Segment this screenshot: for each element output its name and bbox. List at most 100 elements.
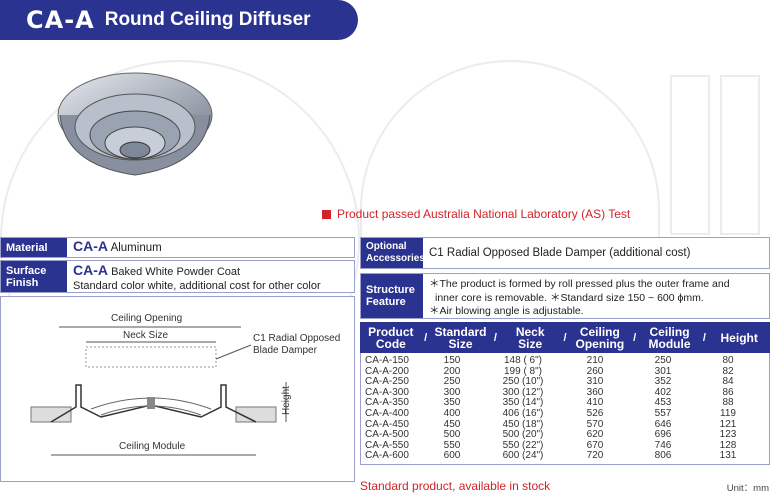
table-cell: 148 ( 6") bbox=[503, 355, 542, 366]
table-cell: CA-A-250 bbox=[365, 376, 409, 388]
column-header-line: Opening bbox=[575, 336, 625, 351]
table-cell: CA-A-600 bbox=[365, 450, 409, 462]
column-header-line: Product bbox=[368, 324, 414, 339]
table-cell: CA-A-200 bbox=[365, 365, 409, 377]
watermark-bar bbox=[720, 75, 760, 235]
table-cell: 250 (10") bbox=[502, 376, 544, 388]
table-cell: 82 bbox=[722, 365, 734, 377]
title-code: CA-A bbox=[26, 6, 95, 34]
table-cell: 453 bbox=[654, 397, 672, 409]
table-cell: CA-A-350 bbox=[365, 397, 409, 409]
column-header-line: Module bbox=[648, 336, 691, 351]
table-cell: 570 bbox=[586, 418, 604, 430]
column-header-line: Ceiling bbox=[649, 324, 690, 339]
table-row: CA-A-300 300 300 (12") 360 402 86 bbox=[361, 386, 769, 399]
label-height: Height bbox=[281, 386, 292, 415]
table-cell: 88 bbox=[722, 397, 734, 409]
column-header-line: Code bbox=[375, 336, 406, 351]
table-cell: 199 ( 8") bbox=[503, 365, 542, 377]
table-cell: 260 bbox=[586, 365, 604, 377]
column-header: Height bbox=[708, 332, 770, 344]
watermark-bar bbox=[670, 75, 710, 235]
header-separator: / bbox=[702, 331, 706, 344]
table-cell: 406 (16") bbox=[502, 407, 544, 419]
structure-line-2: inner core is removable. ＊Standard size … bbox=[435, 291, 704, 304]
table-cell: 86 bbox=[722, 386, 734, 398]
material-code: CA-A bbox=[73, 238, 108, 254]
table-cell: 450 (18") bbox=[502, 418, 544, 430]
optional-value: C1 Radial Opposed Blade Damper (addition… bbox=[429, 247, 691, 259]
table-cell: 600 (24") bbox=[502, 450, 544, 462]
structure-line-3: ＊Air blowing angle is adjustable. bbox=[429, 305, 584, 317]
table-cell: 121 bbox=[719, 418, 737, 430]
table-cell: 526 bbox=[586, 407, 604, 419]
table-cell: 128 bbox=[719, 439, 737, 451]
table-cell: 300 bbox=[443, 386, 461, 398]
table-cell: 84 bbox=[722, 376, 734, 388]
table-cell: 360 bbox=[586, 386, 604, 398]
table-cell: 696 bbox=[654, 429, 672, 441]
column-header-line: Standard bbox=[434, 324, 487, 339]
label-ceiling-module: Ceiling Module bbox=[119, 441, 186, 452]
material-label: Material bbox=[1, 238, 67, 257]
table-cell: 806 bbox=[654, 450, 672, 462]
table-cell: 670 bbox=[586, 439, 604, 451]
optional-label-1: Optional bbox=[366, 241, 407, 252]
table-cell: 300 (12") bbox=[502, 386, 544, 398]
stock-note: Standard product, available in stock bbox=[360, 479, 551, 493]
structure-label-1: Structure bbox=[366, 284, 415, 296]
surface-label-1: Surface bbox=[6, 264, 47, 277]
table-cell: 80 bbox=[722, 355, 734, 366]
table-cell: 557 bbox=[654, 407, 672, 419]
structure-line-1: ＊The product is formed by roll pressed p… bbox=[429, 278, 730, 290]
table-cell: CA-A-500 bbox=[365, 429, 409, 441]
material-row: Material CA-A Aluminum bbox=[0, 237, 355, 258]
label-ceiling-opening: Ceiling Opening bbox=[111, 313, 182, 324]
header-separator: / bbox=[633, 331, 637, 344]
optional-label-2: Accessories bbox=[366, 253, 425, 264]
surface-note: Standard color white, additional cost fo… bbox=[73, 280, 321, 292]
table-cell: CA-A-550 bbox=[365, 439, 409, 451]
table-cell: 402 bbox=[654, 386, 672, 398]
column-header-line: Ceiling bbox=[579, 324, 620, 339]
table-cell: 310 bbox=[586, 376, 604, 388]
table-cell: CA-A-300 bbox=[365, 386, 409, 398]
material-value: Aluminum bbox=[110, 242, 162, 254]
table-cell: 400 bbox=[443, 407, 461, 419]
table-cell: 250 bbox=[654, 355, 672, 366]
title-banner: CA-A Round Ceiling Diffuser bbox=[0, 0, 358, 40]
table-cell: 210 bbox=[586, 355, 604, 366]
label-damper-1: C1 Radial Opposed bbox=[253, 333, 340, 344]
column-header-line: Size bbox=[518, 336, 543, 351]
label-damper-2: Blade Damper bbox=[253, 345, 318, 356]
surface-value: Baked White Powder Coat bbox=[111, 266, 241, 278]
table-cell: 500 bbox=[443, 429, 461, 441]
table-cell: 352 bbox=[654, 376, 672, 388]
table-cell: 119 bbox=[720, 407, 736, 419]
diffuser-photo bbox=[57, 72, 213, 176]
table-cell: 746 bbox=[654, 439, 672, 451]
table-cell: 350 (14") bbox=[502, 397, 544, 409]
table-cell: 600 bbox=[443, 450, 461, 462]
label-neck-size: Neck Size bbox=[123, 330, 168, 341]
table-cell: CA-A-450 bbox=[365, 418, 409, 430]
structure-label-2: Feature bbox=[366, 296, 406, 308]
table-cell: 450 bbox=[443, 418, 461, 430]
table-cell: 646 bbox=[654, 418, 672, 430]
red-square-icon bbox=[322, 209, 331, 219]
unit-label: Unit：mm bbox=[726, 483, 769, 494]
table-cell: 550 (22") bbox=[502, 439, 544, 451]
